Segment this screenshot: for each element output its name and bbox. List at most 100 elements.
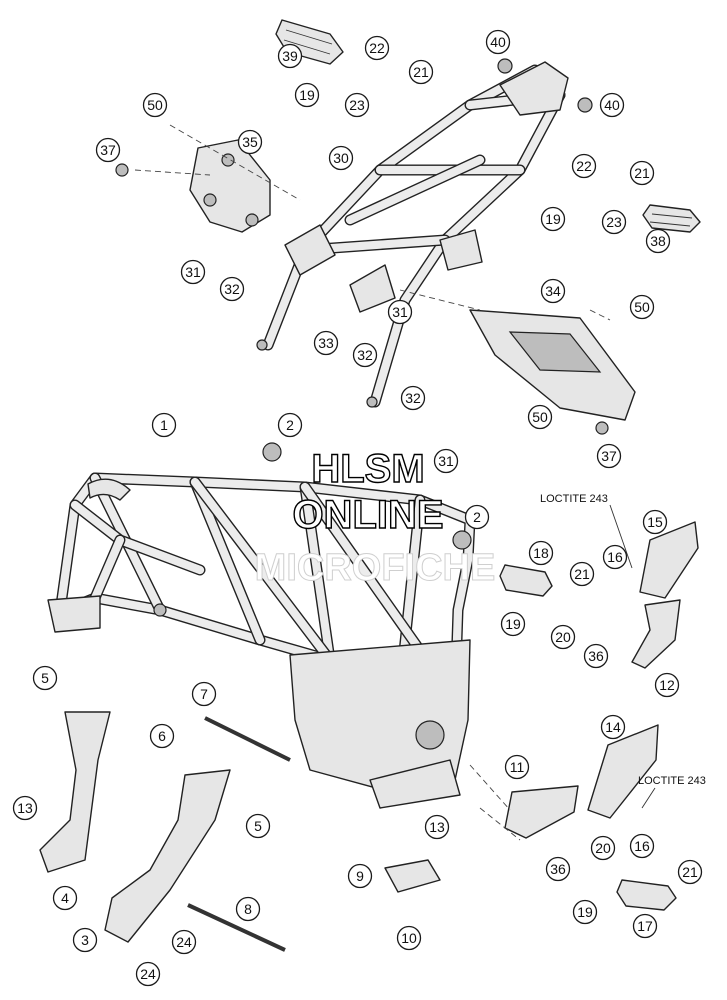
callout-5[interactable]: 5: [32, 665, 58, 691]
callout-31[interactable]: 31: [387, 299, 413, 325]
callout-3[interactable]: 3: [72, 927, 98, 953]
callout-15[interactable]: 15: [642, 509, 668, 535]
callout-37[interactable]: 37: [95, 137, 121, 163]
watermark-line-1: HLSM: [311, 447, 424, 491]
svg-text:19: 19: [299, 87, 315, 103]
callout-17[interactable]: 17: [632, 913, 658, 939]
callout-40[interactable]: 40: [485, 29, 511, 55]
callout-36[interactable]: 36: [545, 856, 571, 882]
callout-1[interactable]: 1: [151, 412, 177, 438]
axle-8: [187, 903, 286, 952]
svg-text:16: 16: [634, 838, 650, 854]
svg-text:21: 21: [413, 64, 429, 80]
svg-text:39: 39: [282, 48, 298, 64]
loctite-note-upper: LOCTITE 243: [540, 493, 608, 505]
svg-text:23: 23: [349, 97, 365, 113]
callout-13[interactable]: 13: [12, 795, 38, 821]
svg-text:4: 4: [61, 890, 69, 906]
callout-4[interactable]: 4: [52, 885, 78, 911]
callout-13[interactable]: 13: [424, 814, 450, 840]
svg-text:7: 7: [200, 686, 208, 702]
svg-text:36: 36: [588, 648, 604, 664]
svg-text:5: 5: [41, 670, 49, 686]
callout-38[interactable]: 38: [645, 228, 671, 254]
svg-text:21: 21: [682, 864, 698, 880]
svg-text:30: 30: [333, 150, 349, 166]
callout-21[interactable]: 21: [629, 160, 655, 186]
svg-text:33: 33: [318, 335, 334, 351]
callout-32[interactable]: 32: [219, 276, 245, 302]
callout-19[interactable]: 19: [294, 82, 320, 108]
callout-21[interactable]: 21: [408, 59, 434, 85]
callout-19[interactable]: 19: [500, 611, 526, 637]
svg-text:31: 31: [438, 453, 454, 469]
svg-text:37: 37: [601, 448, 617, 464]
callout-2[interactable]: 2: [464, 504, 490, 530]
callout-33[interactable]: 33: [313, 330, 339, 356]
callout-11[interactable]: 11: [504, 754, 530, 780]
assembly-lines: [134, 124, 611, 841]
callout-36[interactable]: 36: [583, 643, 609, 669]
callout-6[interactable]: 6: [149, 723, 175, 749]
svg-text:32: 32: [357, 347, 373, 363]
callout-9[interactable]: 9: [347, 863, 373, 889]
side-stand-mount-4: [39, 711, 111, 873]
callout-14[interactable]: 14: [600, 714, 626, 740]
callout-16[interactable]: 16: [629, 833, 655, 859]
svg-text:19: 19: [545, 211, 561, 227]
svg-text:19: 19: [505, 616, 521, 632]
callout-2[interactable]: 2: [277, 412, 303, 438]
callout-23[interactable]: 23: [344, 92, 370, 118]
callout-24[interactable]: 24: [135, 961, 161, 987]
callout-31[interactable]: 31: [180, 259, 206, 285]
callout-24[interactable]: 24: [171, 929, 197, 955]
main-frame: [47, 472, 476, 809]
svg-text:5: 5: [254, 818, 262, 834]
svg-text:6: 6: [158, 728, 166, 744]
callout-30[interactable]: 30: [328, 145, 354, 171]
callout-18[interactable]: 18: [528, 540, 554, 566]
callout-7[interactable]: 7: [191, 681, 217, 707]
callout-21[interactable]: 21: [677, 859, 703, 885]
svg-text:34: 34: [545, 283, 561, 299]
callout-12[interactable]: 12: [654, 672, 680, 698]
loctite-note-lower: LOCTITE 243: [638, 775, 706, 787]
svg-text:3: 3: [81, 932, 89, 948]
svg-text:31: 31: [392, 304, 408, 320]
callout-19[interactable]: 19: [540, 206, 566, 232]
watermark-line-2: ONLINE: [292, 493, 443, 537]
callout-20[interactable]: 20: [550, 624, 576, 650]
callout-19[interactable]: 19: [572, 899, 598, 925]
callout-22[interactable]: 22: [364, 35, 390, 61]
callout-23[interactable]: 23: [601, 209, 627, 235]
svg-text:23: 23: [606, 214, 622, 230]
footrest-bracket-left: [631, 599, 681, 669]
heel-guard-right: [587, 724, 659, 819]
callout-5[interactable]: 5: [245, 813, 271, 839]
callout-10[interactable]: 10: [396, 925, 422, 951]
callout-40[interactable]: 40: [599, 92, 625, 118]
svg-text:37: 37: [100, 142, 116, 158]
bushings: [115, 58, 609, 550]
callout-8[interactable]: 8: [235, 896, 261, 922]
callout-37[interactable]: 37: [596, 443, 622, 469]
callout-21[interactable]: 21: [569, 561, 595, 587]
svg-text:20: 20: [555, 629, 571, 645]
callout-50[interactable]: 50: [142, 92, 168, 118]
callout-50[interactable]: 50: [527, 404, 553, 430]
callout-31[interactable]: 31: [433, 448, 459, 474]
svg-text:40: 40: [490, 34, 506, 50]
callout-32[interactable]: 32: [352, 342, 378, 368]
callout-32[interactable]: 32: [400, 385, 426, 411]
callout-34[interactable]: 34: [540, 278, 566, 304]
callout-50[interactable]: 50: [629, 294, 655, 320]
rear-footrest-bracket-left: [189, 139, 271, 233]
callout-35[interactable]: 35: [237, 129, 263, 155]
callout-22[interactable]: 22: [571, 153, 597, 179]
rear-subframe: [256, 61, 569, 408]
heel-guard-left: [639, 521, 699, 599]
callout-20[interactable]: 20: [590, 835, 616, 861]
callout-39[interactable]: 39: [277, 43, 303, 69]
svg-text:12: 12: [659, 677, 675, 693]
callout-16[interactable]: 16: [602, 544, 628, 570]
